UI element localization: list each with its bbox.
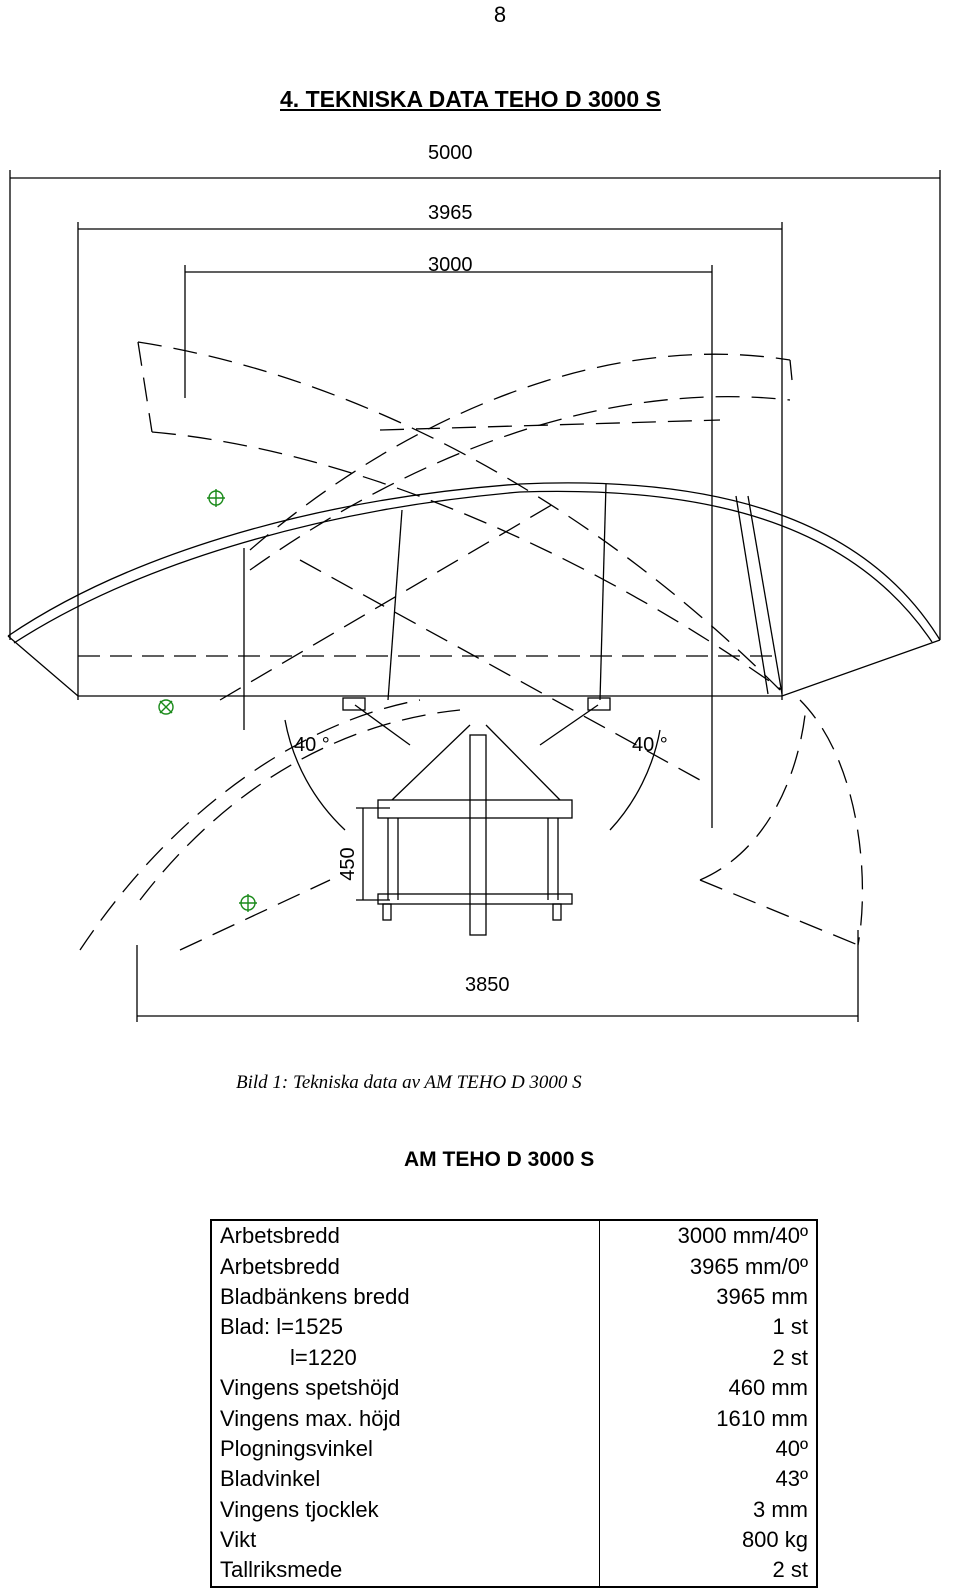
angle-left-label: 40 ° xyxy=(294,734,330,756)
angle-right-label: 40 ° xyxy=(632,734,668,756)
table-row: Vingens spetshöjd 460 mm xyxy=(211,1372,817,1404)
row-label: l=1220 xyxy=(290,1344,357,1370)
row-value: 1 st xyxy=(599,1312,817,1343)
table-row: Bladbänkens bredd 3965 mm xyxy=(211,1281,817,1313)
row-value: 3965 mm xyxy=(599,1281,817,1313)
row-label: Tallriksmede xyxy=(220,1557,343,1583)
row-value: 3000 mm/40º xyxy=(599,1220,817,1252)
row-value: 3965 mm/0º xyxy=(599,1251,817,1282)
marker-2 xyxy=(158,699,174,715)
row-value: 43º xyxy=(599,1464,817,1495)
row-value: 3 mm xyxy=(599,1494,817,1525)
row-label: Bladbänkens bredd xyxy=(220,1283,410,1309)
row-value: 40º xyxy=(599,1433,817,1465)
row-label: Vingens max. höjd xyxy=(220,1405,401,1431)
row-label: Plogningsvinkel xyxy=(220,1435,373,1461)
row-value: 800 kg xyxy=(599,1524,817,1556)
table-row: Bladvinkel 43º xyxy=(211,1464,817,1495)
dim-450-label: 450 xyxy=(337,847,359,880)
row-label: Vikt xyxy=(220,1527,257,1553)
spec-table: Arbetsbredd 3000 mm/40º Arbetsbredd 3965 m… xyxy=(210,1219,818,1588)
table-row: Vingens max. höjd 1610 mm xyxy=(211,1403,817,1434)
table-row: Vingens tjocklek 3 mm xyxy=(211,1494,817,1525)
row-value: 2 st xyxy=(599,1555,817,1587)
table-row: Arbetsbredd 3000 mm/40º xyxy=(211,1220,817,1252)
row-value: 1610 mm xyxy=(599,1403,817,1434)
table-row: Tallriksmede 2 st xyxy=(211,1555,817,1587)
row-value: 460 mm xyxy=(599,1372,817,1404)
row-label: Bladvinkel xyxy=(220,1466,321,1492)
table-row: Plogningsvinkel 40º xyxy=(211,1433,817,1465)
table-row: l=1220 2 st xyxy=(211,1342,817,1373)
row-value: 2 st xyxy=(599,1342,817,1373)
main-blade xyxy=(7,482,941,641)
row-label: Arbetsbredd xyxy=(220,1223,340,1249)
table-title: AM TEHO D 3000 S xyxy=(404,1148,595,1171)
table-row: Vikt 800 kg xyxy=(211,1524,817,1556)
dim-3965-label: 3965 xyxy=(428,202,473,224)
row-label: Vingens spetshöjd xyxy=(220,1375,400,1401)
page-number: 8 xyxy=(493,2,507,27)
table-row: Arbetsbredd 3965 mm/0º xyxy=(211,1251,817,1282)
row-label: Blad: l=1525 xyxy=(220,1314,343,1340)
figure-caption: Bild 1: Tekniska data av AM TEHO D 3000 … xyxy=(236,1072,582,1093)
dim-5000-label: 5000 xyxy=(428,142,473,164)
dim-3850-label: 3850 xyxy=(465,974,510,996)
row-label: Arbetsbredd xyxy=(220,1253,340,1279)
section-heading: 4. TEKNISKA DATA TEHO D 3000 S xyxy=(280,86,661,112)
table-row: Blad: l=1525 1 st xyxy=(211,1312,817,1343)
row-label: Vingens tjocklek xyxy=(220,1496,379,1522)
dim-3000-label: 3000 xyxy=(428,254,473,276)
technical-drawing: 5000 3965 3000 40 ° 40 ° 3850 450 xyxy=(7,142,941,1022)
